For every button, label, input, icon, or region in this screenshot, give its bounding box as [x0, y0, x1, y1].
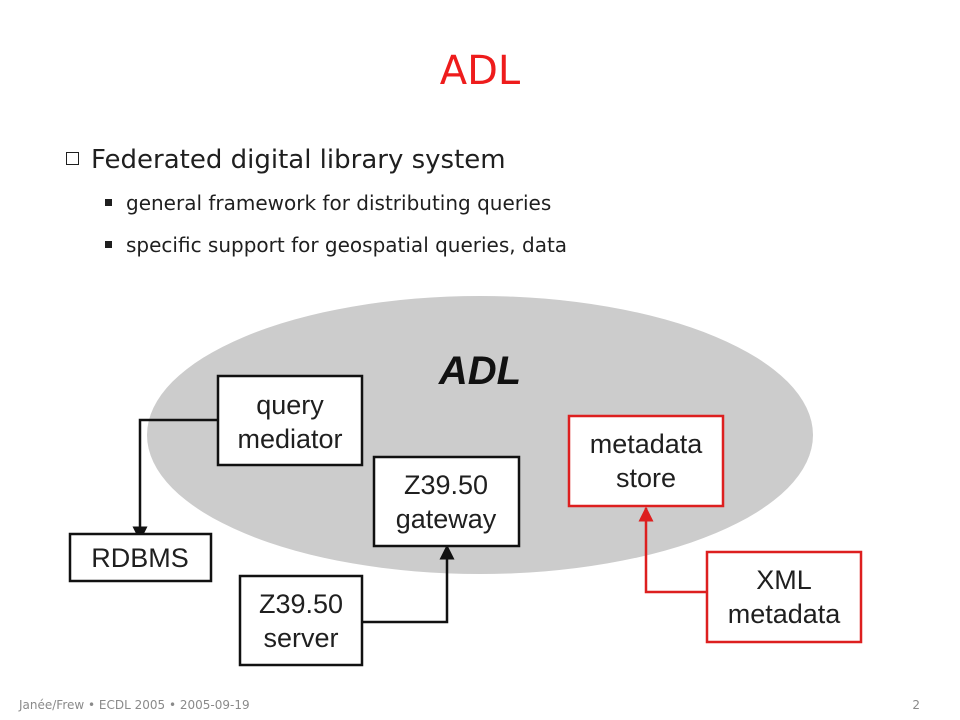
query-mediator-rdbms-connector: [132, 412, 232, 542]
ellipse-label: ADL: [438, 349, 521, 393]
subbullet-text: general framework for distributing queri…: [126, 191, 552, 215]
slide-title: ADL: [439, 48, 521, 94]
query-mediator-box: query mediator: [216, 374, 364, 467]
box-label-line1: Z39.50: [259, 589, 343, 619]
footer-text: Janée/Frew • ECDL 2005 • 2005-09-19: [19, 698, 250, 712]
box-label-line2: metadata: [728, 599, 842, 629]
box-label-line2: store: [616, 463, 676, 493]
xml-metadata-box: XML metadata: [705, 550, 863, 644]
box-label-line2: mediator: [237, 424, 342, 454]
square-bullet-icon: [105, 241, 112, 248]
bullet-text: Federated digital library system: [91, 145, 506, 175]
bullet-level2: specific support for geospatial queries,…: [105, 233, 567, 257]
box-label-line1: RDBMS: [91, 543, 189, 573]
box-label-line1: query: [256, 390, 324, 420]
box-label-line1: XML: [756, 565, 812, 595]
box-label-line2: gateway: [396, 504, 497, 534]
subbullet-text: specific support for geospatial queries,…: [126, 233, 568, 257]
z3950-server-box: Z39.50 server: [238, 574, 364, 667]
rdbms-box: RDBMS: [68, 532, 213, 583]
metadata-store-box: metadata store: [567, 414, 725, 508]
hollow-square-bullet-icon: [66, 152, 79, 165]
server-gateway-connector: [348, 544, 455, 630]
z3950-gateway-box: Z39.50 gateway: [372, 455, 521, 548]
box-label-line2: server: [263, 623, 338, 653]
square-bullet-icon: [105, 199, 112, 206]
box-label-line1: metadata: [590, 429, 704, 459]
bullet-level2: general framework for distributing queri…: [105, 191, 551, 215]
xml-to-metadata-store-connector: [638, 506, 707, 594]
page-number: 2: [912, 698, 920, 712]
box-label-line1: Z39.50: [404, 470, 488, 500]
bullet-level1: Federated digital library system: [66, 145, 506, 175]
